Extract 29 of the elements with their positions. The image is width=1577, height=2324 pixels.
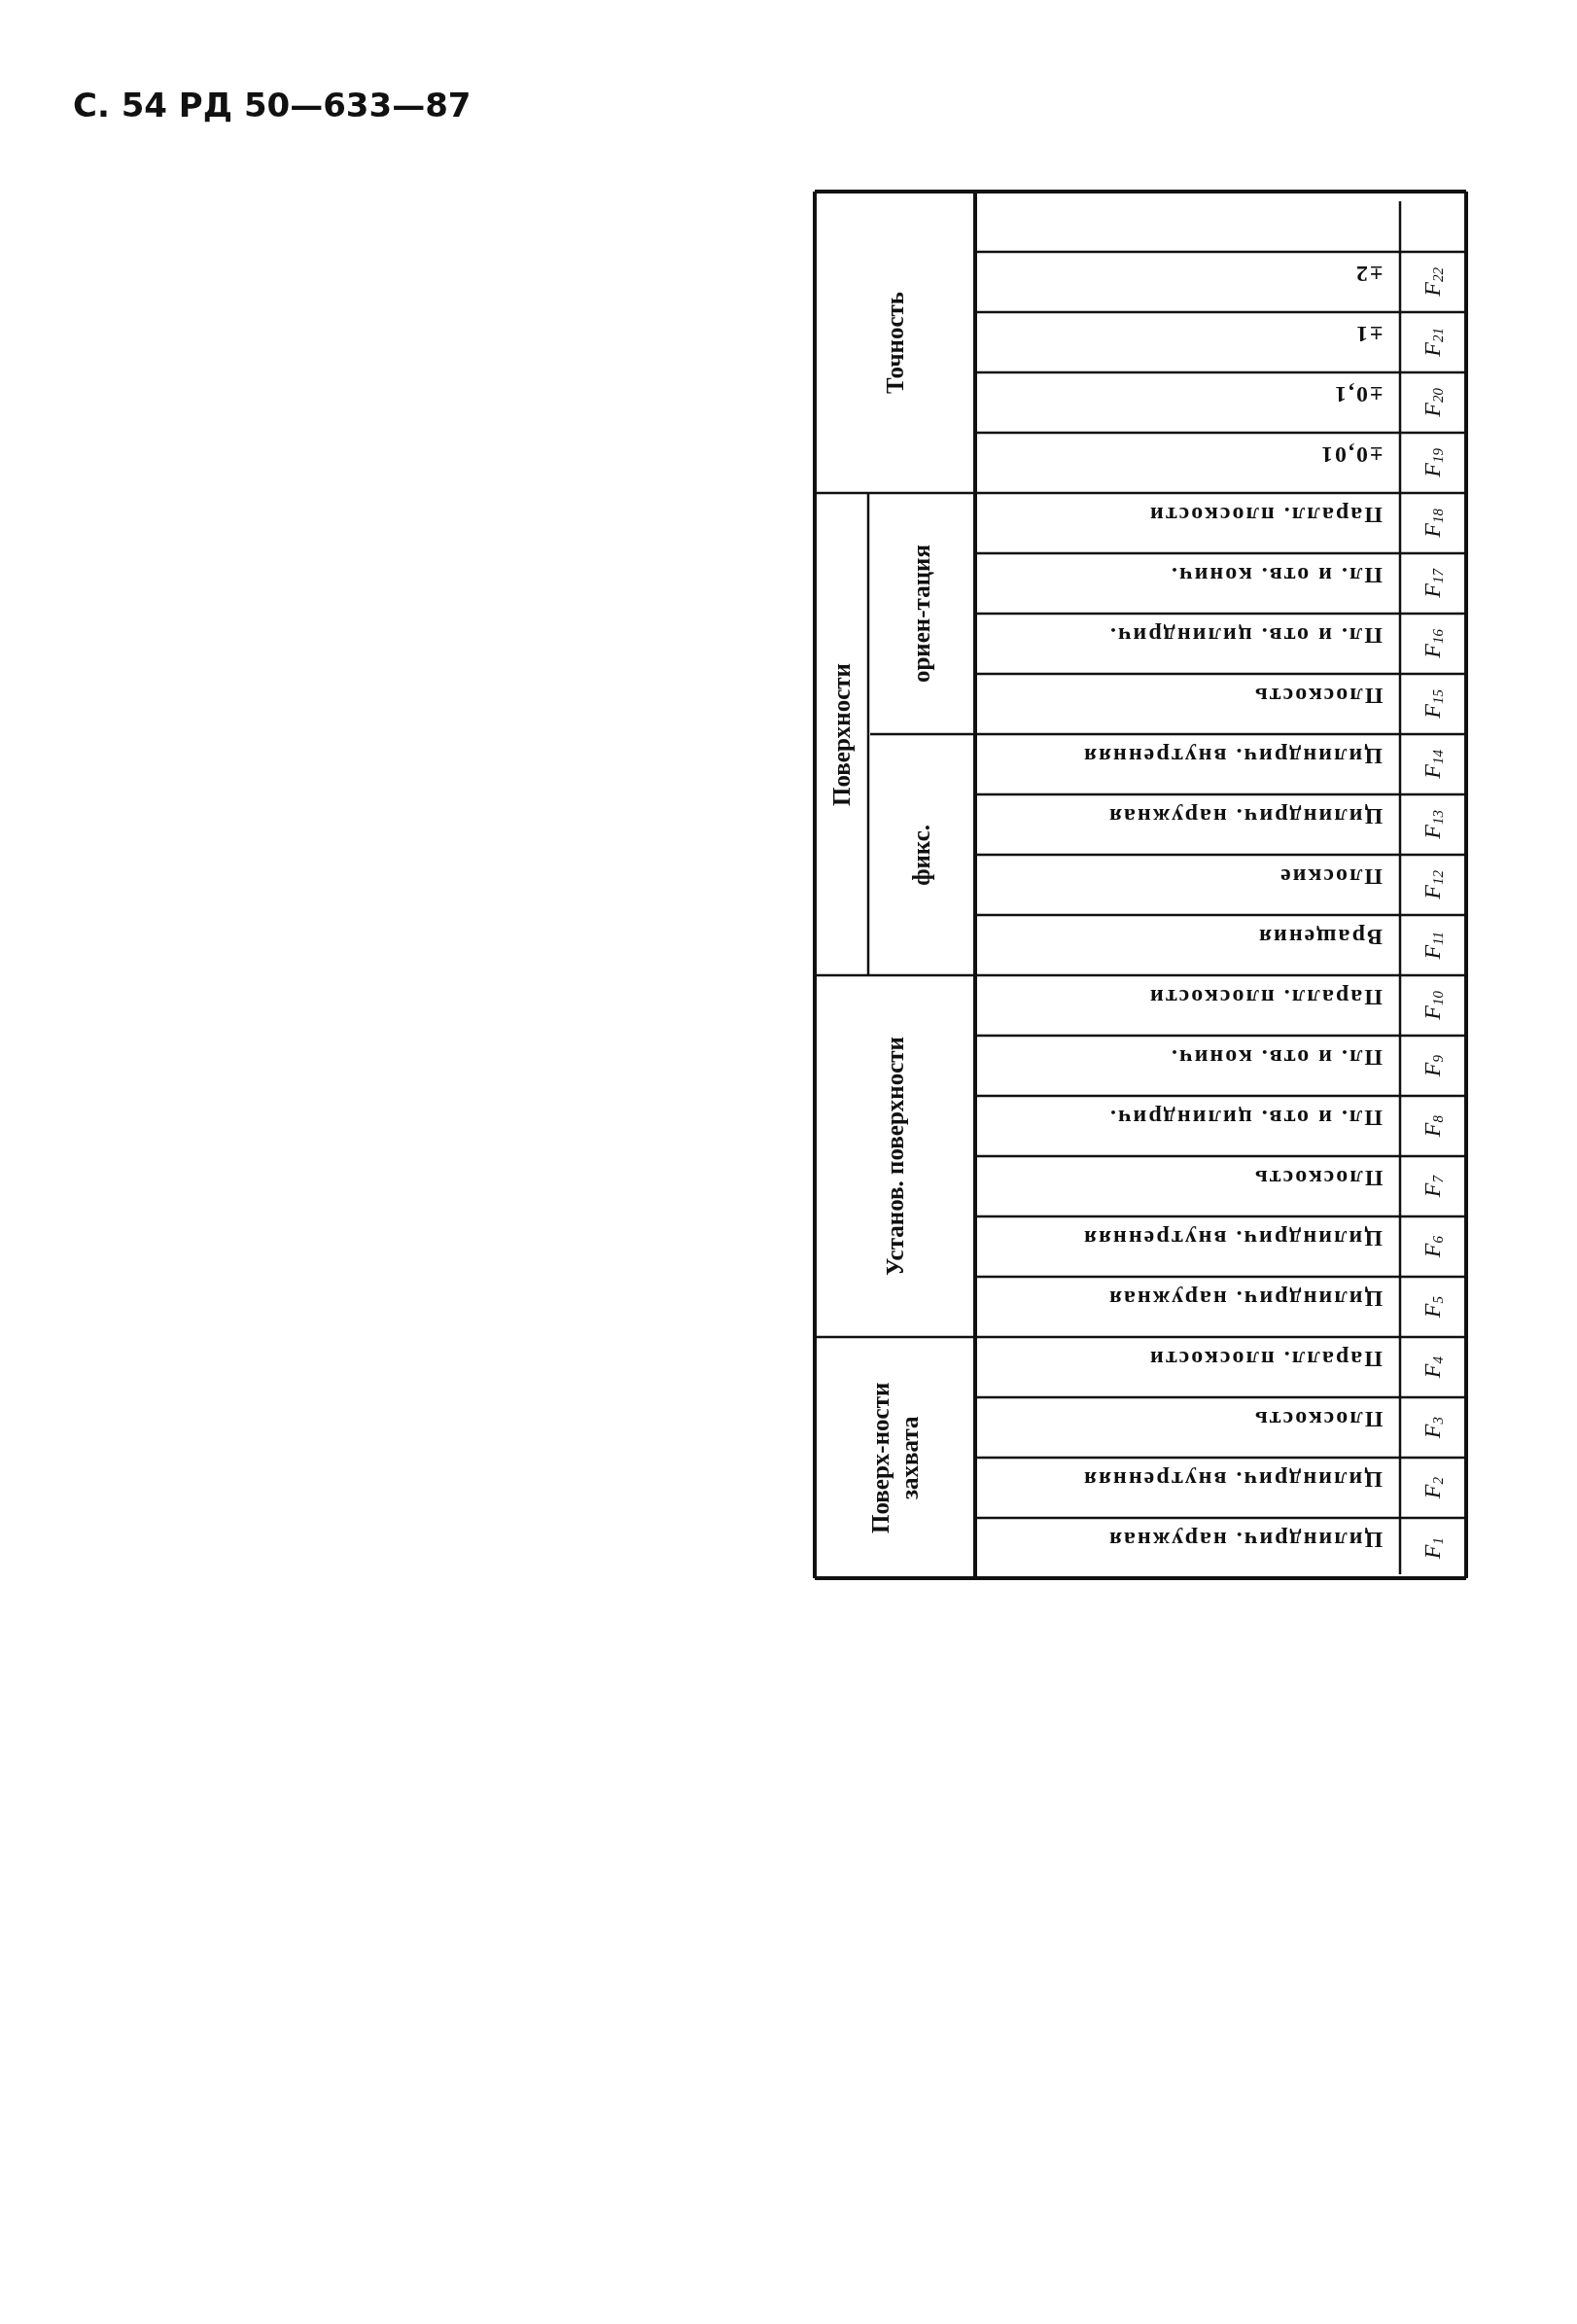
group-header: Поверх-ности захвата bbox=[865, 1381, 924, 1535]
group-header: ориен-тация bbox=[907, 545, 935, 684]
surface-name: Пл. и отв. цилиндрич. bbox=[1108, 1105, 1384, 1133]
surface-name: Цилиндрич. наружная bbox=[1107, 1527, 1384, 1555]
surface-name: Плоскость bbox=[1253, 683, 1384, 711]
surface-name: Пл. и отв. конич. bbox=[1170, 1044, 1384, 1073]
group-header: Поверхности bbox=[826, 662, 856, 806]
surface-name: Цилиндрич. наружная bbox=[1107, 803, 1384, 831]
tolerance-value: ±2 bbox=[1354, 261, 1384, 289]
surface-name: Цилиндрич. внутренняя bbox=[1082, 1225, 1383, 1253]
surface-name: Вращения bbox=[1257, 924, 1383, 952]
tolerance-value: ±0,01 bbox=[1319, 441, 1384, 470]
group-header: Точность bbox=[880, 291, 909, 394]
surface-name: Плоские bbox=[1279, 863, 1384, 892]
surface-name: Пл. и отв. цилиндрич. bbox=[1108, 622, 1384, 651]
surface-name: Цилиндрич. внутренняя bbox=[1082, 1466, 1383, 1495]
surface-name: Цилиндрич. наружная bbox=[1107, 1285, 1384, 1314]
surface-name: Пл. и отв. конич. bbox=[1170, 562, 1384, 590]
surface-name: Плоскость bbox=[1253, 1406, 1384, 1434]
surface-name: Паралл. плоскости bbox=[1148, 1346, 1383, 1374]
tolerance-value: ±0,1 bbox=[1333, 381, 1384, 409]
surface-name: Плоскость bbox=[1253, 1165, 1384, 1193]
page-header: С. 54 РД 50—633—87 bbox=[73, 86, 472, 124]
group-header: Установ. поверхности bbox=[880, 1037, 909, 1277]
surface-name: Цилиндрич. внутренняя bbox=[1082, 743, 1383, 771]
surface-name: Паралл. плоскости bbox=[1148, 984, 1383, 1012]
tolerance-value: ±1 bbox=[1354, 321, 1384, 349]
surface-name: Паралл. плоскости bbox=[1148, 502, 1383, 530]
group-header: фикс. bbox=[907, 824, 935, 886]
